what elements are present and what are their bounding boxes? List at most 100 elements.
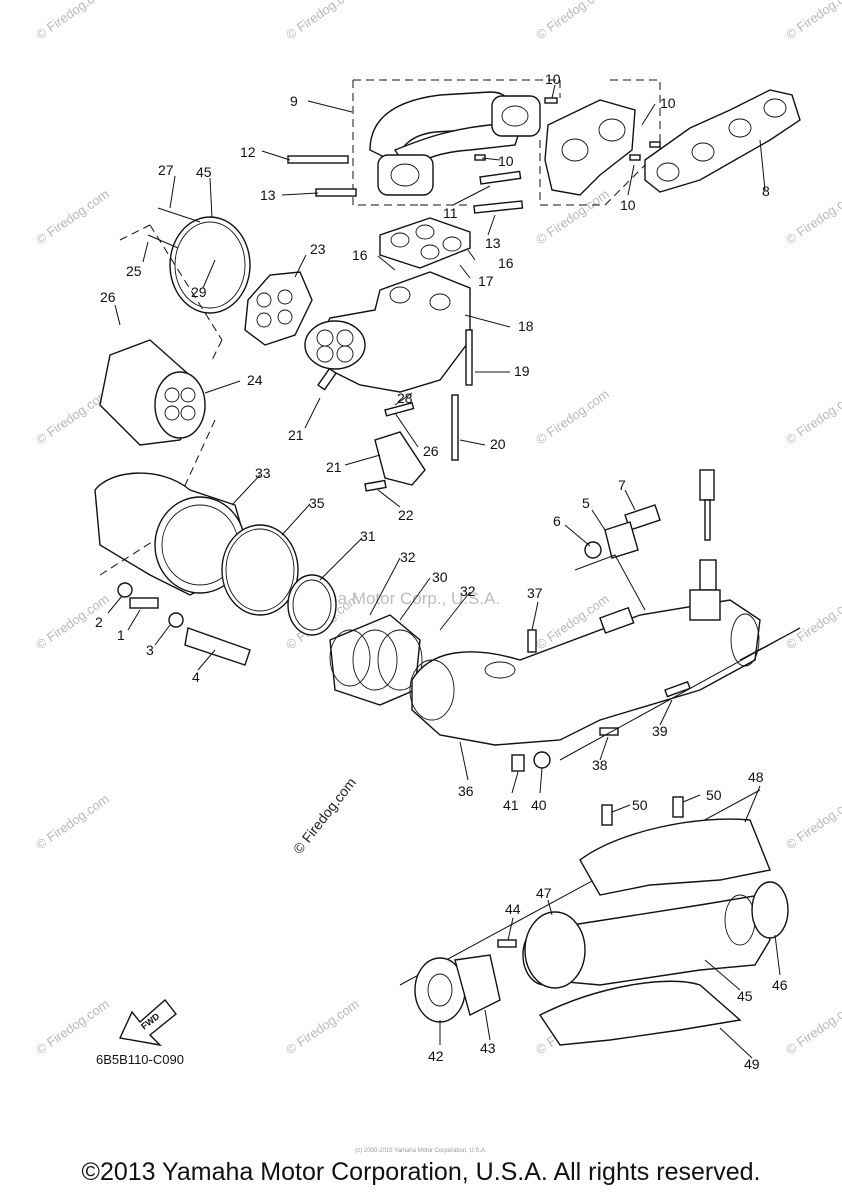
callout-28: 28: [397, 390, 413, 406]
callout-42: 42: [428, 1048, 444, 1064]
callout-21: 21: [288, 427, 304, 443]
bolt-1: [129, 597, 159, 609]
callout-43: 43: [480, 1040, 496, 1056]
footer-small-print: (c) 2000-2015 Yamaha Motor Corporation, …: [355, 1148, 487, 1154]
joint-hose-30: [329, 614, 421, 706]
watermark-firedog: © Firedog.com: [290, 774, 359, 856]
gasket-15: [379, 217, 471, 269]
band-35: [221, 524, 299, 616]
callout-20: 21: [326, 459, 342, 475]
watermark: © Firedog.com: [783, 386, 842, 447]
bolt-13: [287, 155, 349, 164]
callout-17: 18: [518, 318, 534, 334]
watermark: © Firedog.com: [533, 186, 612, 247]
exhaust-manifold-2: [544, 99, 636, 196]
watermark: © Firedog.com: [783, 996, 842, 1057]
callout-35: 35: [309, 495, 325, 511]
bolt-18: [465, 329, 473, 386]
callout-14: 13: [260, 187, 276, 203]
exhaust-pipe-group: [329, 469, 801, 772]
callout-10: 10: [660, 95, 676, 111]
callout-27: 27: [158, 162, 174, 178]
bolt-50b: [672, 796, 684, 818]
callout-9: 9: [290, 93, 298, 109]
bolt-50a: [601, 804, 613, 826]
callout-8: 8: [762, 183, 770, 199]
callout-10: 10: [498, 153, 514, 169]
flange-43: [454, 954, 501, 1017]
leader-lines: [107, 84, 781, 1059]
copyright-notice: ©2013 Yamaha Motor Corporation, U.S.A. A…: [81, 1158, 761, 1186]
callout-40: 40: [531, 797, 547, 813]
callout-16: 16: [352, 247, 368, 263]
muffler-assembly-group: [399, 789, 789, 1046]
callout-32: 32: [460, 583, 476, 599]
callout-36: 36: [458, 783, 474, 799]
nut-6: [584, 541, 602, 559]
callout-22: 22: [398, 507, 414, 523]
watermark: © Firedog.com: [533, 0, 612, 42]
callout-41: 41: [503, 797, 519, 813]
callout-13: 12: [240, 144, 256, 160]
callout-11: 11: [443, 205, 458, 221]
bolt-37: [527, 629, 537, 653]
callout-45: 45: [737, 988, 753, 1004]
gasket-8: [644, 89, 801, 193]
exhaust-manifold-group: [287, 79, 801, 214]
callout-44: 44: [505, 901, 521, 917]
callout-26: 26: [423, 443, 439, 459]
callout-10: 10: [620, 197, 636, 213]
water-box-group: [94, 472, 337, 666]
bolt-38: [599, 727, 619, 736]
callout-12: 13: [485, 235, 501, 251]
callout-34: 45: [196, 164, 212, 180]
callout-labels: 9 12 13 10 10 10 10 8 11 13 27 45 25 29 …: [95, 71, 788, 1072]
clamp-47: [524, 911, 586, 989]
callout-32: 32: [400, 549, 416, 565]
callout-5: 5: [582, 495, 590, 511]
fitting-5: [604, 521, 639, 559]
callout-23: 23: [310, 241, 326, 257]
nut-40: [533, 751, 551, 769]
callout-48: 48: [748, 769, 764, 785]
bolt-14: [315, 188, 357, 197]
callout-50: 50: [632, 797, 648, 813]
watermark: © Firedog.com: [283, 0, 362, 42]
exhaust-joint-group: [99, 207, 473, 541]
callout-38: 38: [592, 757, 608, 773]
ring-31: [287, 574, 337, 636]
watermark: © Firedog.com: [33, 186, 112, 247]
watermark: © Firedog.com: [783, 791, 842, 852]
bolt-11: [479, 170, 522, 185]
callout-46: 46: [772, 977, 788, 993]
callout-49: 49: [744, 1056, 760, 1072]
callout-19: 20: [490, 436, 506, 452]
watermark: © Firedog.com: [783, 0, 842, 42]
bolt-12: [473, 200, 524, 214]
callout-33: 33: [255, 465, 271, 481]
cover-49: [538, 980, 742, 1046]
watermark: © Firedog.com: [33, 996, 112, 1057]
watermark: © Firedog.com: [283, 996, 362, 1057]
callout-6: 6: [553, 513, 561, 529]
fwd-arrow: FWD: [118, 998, 177, 1047]
callout-31: 31: [360, 528, 376, 544]
watermark: © Firedog.com: [33, 791, 112, 852]
callout-24: 24: [247, 372, 263, 388]
watermark: © Firedog.com: [533, 386, 612, 447]
callout-2: 2: [95, 614, 103, 630]
callout-18: 19: [514, 363, 530, 379]
watermark: © Firedog.com: [33, 386, 112, 447]
gasket-23: [244, 271, 313, 346]
callout-15: 16: [498, 255, 514, 271]
callout-39: 39: [652, 723, 668, 739]
clamp-34: [169, 216, 251, 314]
nut-3: [168, 612, 184, 628]
washer-2: [117, 582, 133, 598]
callout-3: 3: [146, 642, 154, 658]
callout-29: 29: [191, 284, 207, 300]
callout-1: 1: [117, 627, 125, 643]
cover-48: [579, 818, 771, 896]
watermark: © Firedog.com: [783, 591, 842, 652]
